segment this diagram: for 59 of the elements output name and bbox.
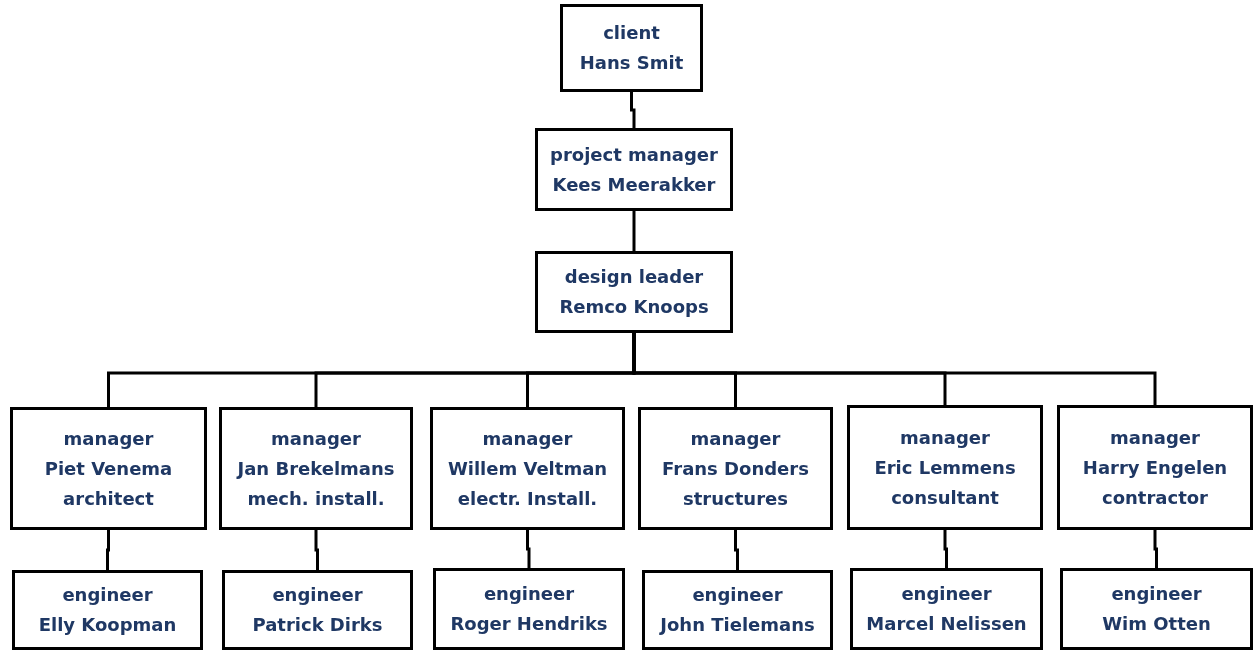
role-box	[12, 570, 203, 650]
person-name: Eric Lemmens	[874, 455, 1016, 480]
role-title: manager	[63, 426, 154, 451]
role-title: manager	[900, 425, 990, 450]
discipline-label: structures	[683, 486, 788, 511]
person-name: John Tielemans	[660, 613, 815, 637]
person-name: Patrick Dirks	[252, 613, 383, 637]
role-title: manager	[1110, 425, 1200, 450]
role-box	[850, 568, 1043, 650]
discipline-label: architect	[63, 486, 154, 511]
role-title: manager	[271, 426, 361, 451]
role-box	[219, 407, 413, 530]
person-name: Hans Smit	[579, 51, 684, 75]
role-title: design leader	[564, 265, 704, 289]
person-name: Piet Venema	[44, 456, 173, 481]
role-title: manager	[482, 426, 573, 451]
person-name: Frans Donders	[662, 456, 809, 481]
connector-line	[1153, 530, 1158, 568]
connector-line	[526, 530, 531, 568]
role-title: project manager	[550, 142, 718, 167]
discipline-label: contractor	[1102, 485, 1208, 510]
role-title: engineer	[692, 583, 783, 607]
role-title: engineer	[1111, 582, 1202, 606]
role-box	[535, 251, 733, 333]
role-box	[10, 407, 207, 530]
discipline-label: mech. install.	[247, 486, 385, 511]
role-title: manager	[690, 426, 781, 451]
person-name: Willem Veltman	[447, 456, 608, 481]
role-title: client	[603, 21, 660, 45]
person-name: Roger Hendriks	[450, 612, 608, 636]
role-box	[560, 4, 703, 92]
role-box	[1057, 405, 1253, 530]
role-box	[535, 128, 733, 211]
role-box	[433, 568, 625, 650]
person-name: Elly Koopman	[38, 613, 177, 637]
role-box	[847, 405, 1043, 530]
connector-line	[106, 530, 110, 570]
person-name: Marcel Nelissen	[866, 612, 1027, 636]
discipline-label: electr. Install.	[457, 486, 598, 511]
connector-line	[943, 530, 948, 568]
connector-line	[734, 530, 739, 570]
role-box	[642, 570, 833, 650]
connector-line	[314, 530, 319, 570]
role-box	[638, 407, 833, 530]
discipline-label: consultant	[891, 485, 999, 510]
role-title: engineer	[901, 582, 992, 606]
person-name: Wim Otten	[1102, 612, 1211, 636]
connector-line	[630, 92, 636, 128]
person-name: Jan Brekelmans	[237, 456, 395, 481]
person-name: Harry Engelen	[1082, 455, 1228, 480]
person-name: Kees Meerakker	[552, 172, 716, 197]
role-box	[430, 407, 625, 530]
person-name: Remco Knoops	[559, 295, 709, 319]
role-box	[222, 570, 413, 650]
role-box	[1060, 568, 1253, 650]
connector-line	[632, 211, 636, 251]
role-title: engineer	[272, 583, 363, 607]
role-title: engineer	[62, 583, 153, 607]
role-title: engineer	[483, 582, 575, 606]
